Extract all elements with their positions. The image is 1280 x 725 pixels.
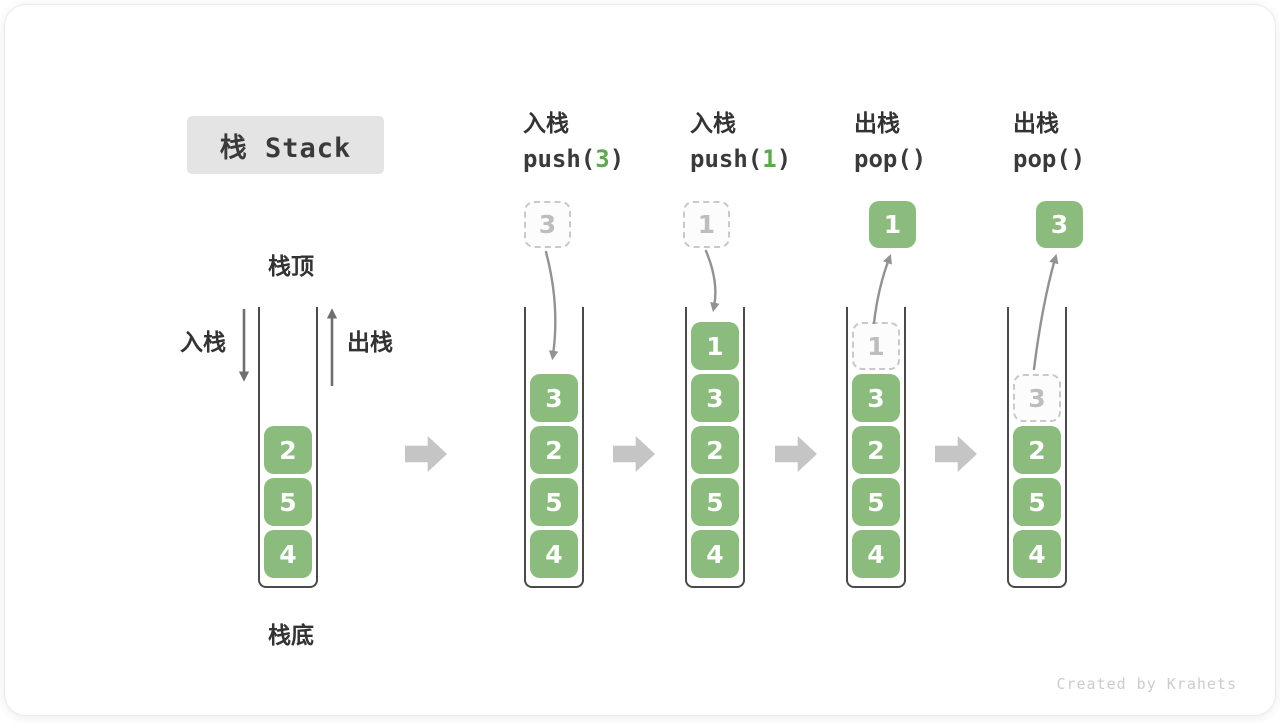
- step-arrow-icon: [775, 436, 817, 472]
- stack-element: 3: [852, 374, 900, 422]
- stack-element-ghost: 1: [852, 322, 900, 370]
- title-text: 栈 Stack: [219, 132, 352, 164]
- stack-element: 2: [1013, 426, 1061, 474]
- op-code: push(3): [523, 145, 625, 173]
- floating-value-popped: 1: [869, 201, 916, 248]
- op-arg: 1: [762, 145, 777, 173]
- stack-element: 2: [530, 426, 578, 474]
- stack-bottom-label: 栈底: [268, 623, 314, 649]
- pop-direction-label: 出栈: [347, 330, 393, 356]
- op-name: 入栈: [523, 111, 569, 137]
- stack-after-pop-3: 3 2 5 4: [1007, 307, 1067, 588]
- stack-element: 1: [691, 322, 739, 370]
- push-1-curve-arrow-icon: [704, 249, 720, 313]
- stack-element: 5: [530, 478, 578, 526]
- stack-element: 2: [852, 426, 900, 474]
- op-code: push(1): [690, 145, 792, 173]
- stack-element: 4: [852, 530, 900, 578]
- stack-element: 4: [264, 530, 312, 578]
- stack-element: 4: [1013, 530, 1061, 578]
- stack-element-ghost: 3: [1013, 374, 1061, 422]
- stack-after-pop-1: 1 3 2 5 4: [846, 307, 906, 588]
- op-label-pop-1: 出栈 pop(): [854, 109, 926, 176]
- op-name: 出栈: [854, 111, 900, 137]
- stack-initial: 2 5 4: [258, 307, 318, 588]
- floating-value-ghost: 1: [683, 201, 730, 248]
- step-arrow-icon: [935, 436, 977, 472]
- canvas-card: 栈 Stack 入栈 push(3) 入栈 push(1) 出栈 pop() 出…: [4, 4, 1276, 716]
- stack-element: 4: [530, 530, 578, 578]
- title-badge: 栈 Stack: [187, 116, 384, 174]
- op-code: pop(): [1013, 145, 1086, 173]
- stack-top-label: 栈顶: [268, 254, 314, 280]
- op-label-pop-3: 出栈 pop(): [1013, 109, 1085, 176]
- op-label-push-3: 入栈 push(3): [523, 109, 624, 176]
- op-arg: 3: [595, 145, 610, 173]
- op-name: 出栈: [1013, 111, 1059, 137]
- stack-element: 5: [852, 478, 900, 526]
- arrows-layer: [238, 249, 1059, 386]
- stack-after-push-3: 3 2 5 4: [524, 307, 584, 588]
- stack-element: 5: [691, 478, 739, 526]
- stack-element: 2: [691, 426, 739, 474]
- op-label-push-1: 入栈 push(1): [690, 109, 791, 176]
- op-code: pop(): [854, 145, 927, 173]
- stack-element: 3: [691, 374, 739, 422]
- op-name: 入栈: [690, 111, 736, 137]
- stack-element: 3: [530, 374, 578, 422]
- floating-value-ghost: 3: [524, 201, 571, 248]
- credit-text: Created by Krahets: [1056, 675, 1237, 693]
- stack-element: 5: [1013, 478, 1061, 526]
- stack-after-push-1: 1 3 2 5 4: [685, 307, 745, 588]
- stack-element: 5: [264, 478, 312, 526]
- push-direction-label: 入栈: [180, 330, 226, 356]
- stack-element: 2: [264, 426, 312, 474]
- stack-element: 4: [691, 530, 739, 578]
- step-arrow-icon: [613, 436, 655, 472]
- floating-value-popped: 3: [1036, 201, 1083, 248]
- step-arrow-icon: [405, 436, 447, 472]
